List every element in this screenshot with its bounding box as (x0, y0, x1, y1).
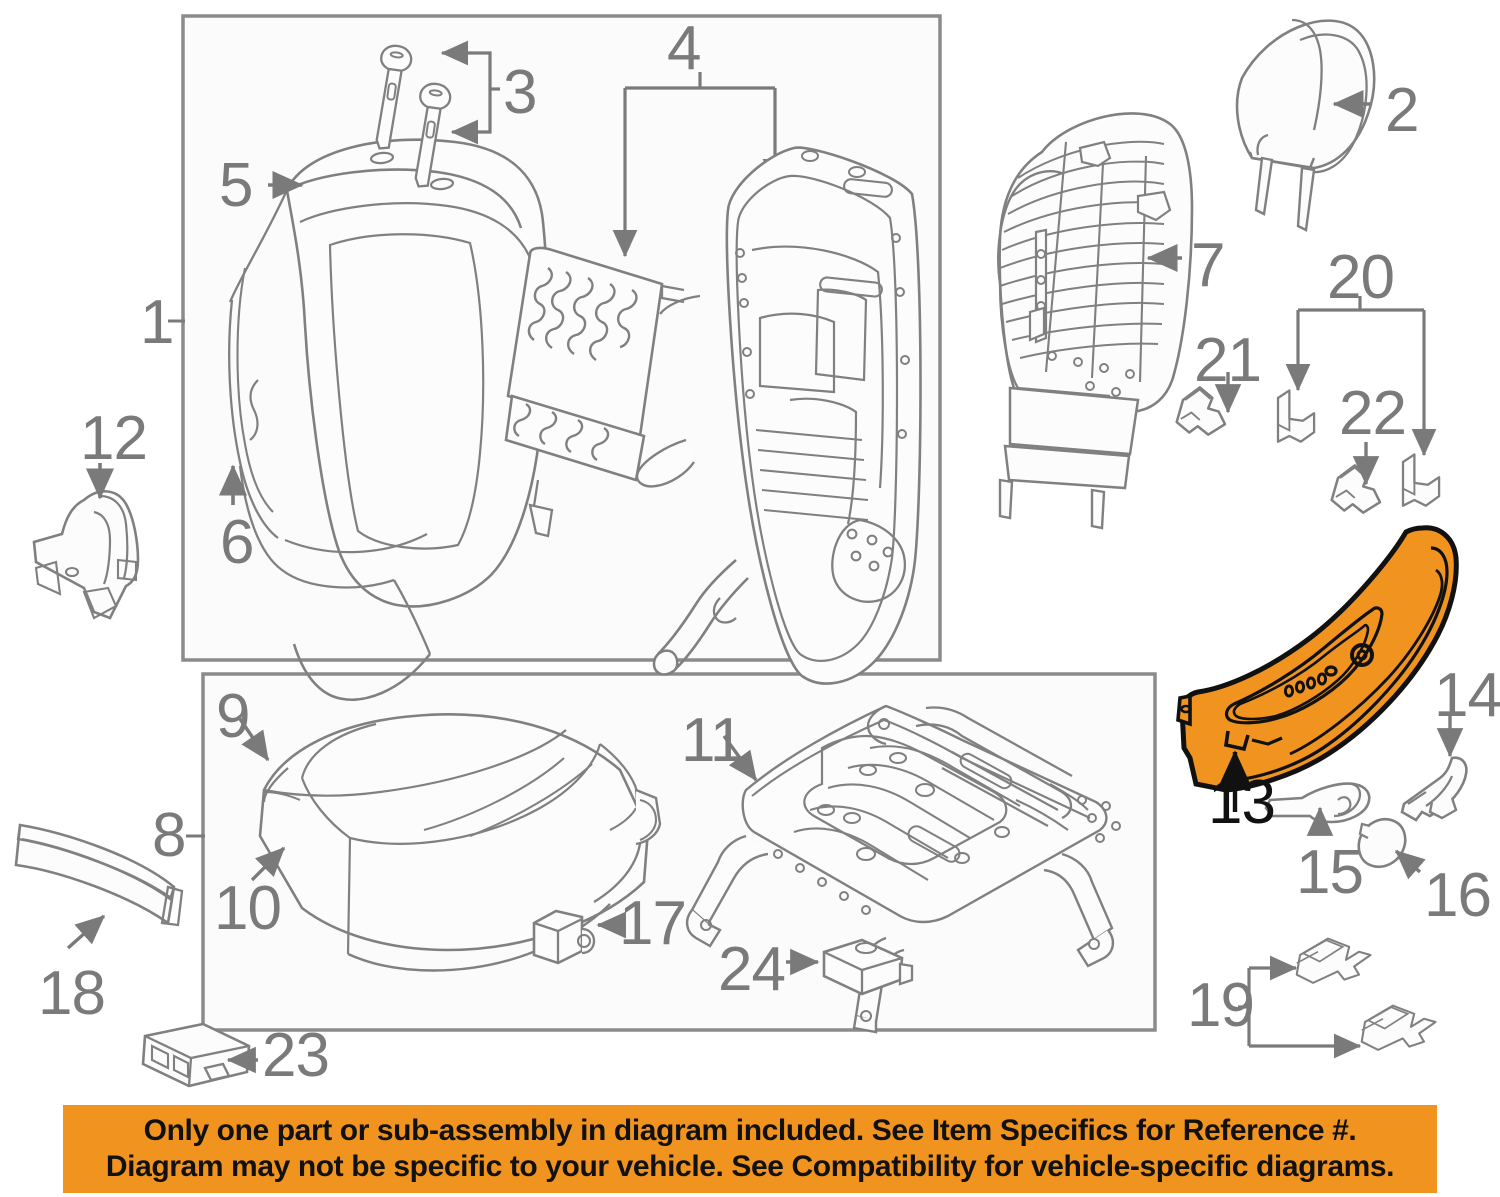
part-4-seat-back-frame (635, 146, 922, 685)
callout-label-19: 19 (1187, 971, 1255, 1040)
callout-label-8: 8 (152, 801, 186, 870)
part-19-clip-upper (1295, 937, 1372, 984)
leader-9 (236, 715, 270, 762)
part-14-seat-height-lever (1400, 756, 1468, 822)
callout-label-12: 12 (80, 404, 148, 473)
callout-label-18: 18 (38, 959, 106, 1028)
callout-label-10: 10 (214, 874, 282, 943)
callout-label-15: 15 (1296, 838, 1364, 907)
callout-label-7: 7 (1191, 231, 1225, 300)
callout-label-5: 5 (219, 151, 253, 220)
part-18-seat-front-trim (14, 823, 184, 927)
leader-3-bracket (440, 40, 500, 145)
leader-18 (66, 914, 106, 950)
part-23-control-module (141, 1022, 251, 1088)
part-7-seat-back-pad (997, 112, 1194, 530)
callout-label-23: 23 (262, 1021, 330, 1090)
part-19-clip-lower (1360, 1004, 1437, 1051)
callout-label-6: 6 (220, 508, 254, 577)
disclaimer-line-2: Diagram may not be specific to your vehi… (105, 1150, 1395, 1183)
callout-label-4: 4 (667, 14, 701, 83)
callout-label-9: 9 (216, 682, 250, 751)
leader-11 (722, 735, 758, 782)
callout-label-21: 21 (1194, 326, 1262, 395)
callout-label-22: 22 (1339, 379, 1407, 448)
callout-label-1: 1 (140, 288, 174, 357)
part-17-cushion-sensor (532, 909, 596, 965)
callout-label-13: 13 (1208, 768, 1276, 837)
part-15-recline-lever (1264, 782, 1371, 824)
callout-label-24: 24 (718, 935, 786, 1004)
part-9-10-seat-cushion (258, 713, 662, 972)
part-5-seat-back-cover (228, 138, 549, 701)
callout-label-2: 2 (1385, 76, 1419, 145)
leader-19-bracket (1238, 955, 1362, 1059)
part-4-seat-back-heater-pad (504, 246, 664, 538)
part-16-lever-knob (1357, 818, 1407, 868)
part-22-clip (1330, 464, 1382, 514)
callout-label-17: 17 (619, 889, 687, 958)
disclaimer-banner: Only one part or sub-assembly in diagram… (63, 1105, 1437, 1193)
callout-label-3: 3 (503, 58, 537, 127)
callout-label-14: 14 (1434, 661, 1500, 730)
part-2-headrest (1235, 18, 1376, 232)
callout-label-16: 16 (1424, 861, 1492, 930)
leader-20-bracket (1285, 296, 1437, 457)
part-24-seat-motor (822, 938, 914, 996)
callout-label-20: 20 (1327, 243, 1395, 312)
leader-16 (1394, 849, 1426, 880)
callout-label-11: 11 (681, 706, 744, 775)
part-13-seat-side-shield-highlighted (1176, 525, 1459, 793)
leader-10 (250, 846, 286, 882)
part-12-seat-side-bracket (32, 490, 140, 620)
part-11-seat-track-frame (685, 704, 1121, 1034)
part-20-clip-lower (1401, 453, 1441, 507)
part-20-clip-upper (1276, 389, 1316, 443)
disclaimer-line-1: Only one part or sub-assembly in diagram… (143, 1114, 1357, 1147)
